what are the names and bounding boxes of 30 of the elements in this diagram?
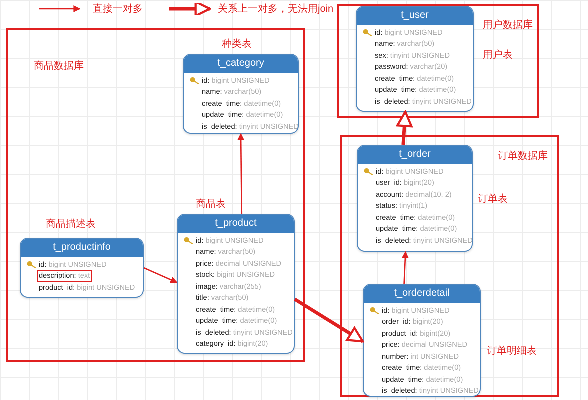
table-box xyxy=(357,145,473,252)
legend-text: 直接一对多 xyxy=(93,4,143,16)
table-box xyxy=(177,214,295,354)
table-label: 用户表 xyxy=(483,50,513,62)
table-title: t_category xyxy=(184,55,298,73)
table-box xyxy=(183,54,299,134)
table-box xyxy=(20,238,144,298)
relation-arrow xyxy=(144,267,178,284)
table-label: 种类表 xyxy=(222,39,252,51)
database-group-frame xyxy=(337,4,539,118)
table-label: 订单明细表 xyxy=(487,346,537,358)
table-box xyxy=(356,6,474,112)
relation-arrow xyxy=(238,133,245,214)
legend-text: 关系上一对多，无法用join xyxy=(218,4,334,16)
table-label: 订单表 xyxy=(478,194,508,206)
relation-arrow xyxy=(402,251,409,284)
database-label: 商品数据库 xyxy=(34,61,84,73)
relation-arrow xyxy=(294,298,364,344)
table-label: 商品表 xyxy=(196,199,226,211)
table-title: t_product xyxy=(178,215,294,233)
database-label: 订单数据库 xyxy=(498,151,548,163)
table-title: t_productinfo xyxy=(21,239,143,257)
table-title: t_orderdetail xyxy=(364,285,480,303)
database-group-frame xyxy=(340,135,559,397)
table-label: 商品描述表 xyxy=(46,219,96,231)
table-title: t_user xyxy=(357,7,473,25)
database-group-frame xyxy=(6,28,305,362)
database-label: 用户数据库 xyxy=(483,20,533,32)
table-box xyxy=(363,284,481,397)
table-title: t_order xyxy=(358,146,472,164)
